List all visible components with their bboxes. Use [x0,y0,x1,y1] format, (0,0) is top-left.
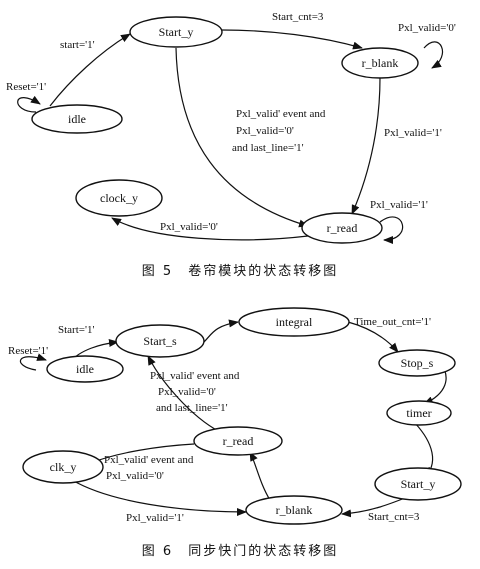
fig6-label-clk-cond-line2: Pxl_valid='0' [106,470,164,482]
fig6-state-idle-label: idle [76,362,94,376]
fig6-state-r-blank-label: r_blank [276,503,313,517]
fig6-state-timer-label: timer [406,406,431,420]
fig6-state-stop-s: Stop_s [378,349,456,377]
fig6-state-r-read: r_read [193,426,283,456]
fig5-state-start-y-label: Start_y [159,25,194,39]
fig6-state-r-blank: r_blank [245,495,343,525]
fig6-label-reset: Reset='1' [8,345,48,357]
fig5-state-r-blank-label: r_blank [362,56,399,70]
figure5-diagram: Start_y idle r_blank clock_y r_read Rese… [6,11,456,279]
fig5-state-r-read: r_read [301,212,383,244]
fig5-edge-start-y-to-r-blank [221,29,363,50]
fig5-label-reset: Reset='1' [6,81,46,93]
fig5-label-cond-line2: Pxl_valid='0' [236,125,294,137]
fig5-state-r-read-label: r_read [327,221,358,235]
fig6-label-time-out: Time_out_cnt='1' [354,316,431,328]
fig6-label-start-cnt: Start_cnt=3 [368,511,420,523]
fig6-state-start-s-label: Start_s [143,334,177,348]
fig5-label-start-cnt: Start_cnt=3 [272,11,324,23]
fig6-state-r-read-label: r_read [223,434,254,448]
fig5-label-cond-line3: and last_line='1' [232,142,304,154]
fig6-state-timer: timer [386,400,452,426]
fig6-state-start-s: Start_s [115,324,205,358]
fig5-edge-r-read-to-clock-y [111,217,309,241]
fig6-edge-integral-to-stop-s [347,321,399,353]
fig6-state-start-y-label: Start_y [401,477,436,491]
fig5-edge-r-blank-to-r-read [351,77,381,215]
fig5-label-start: start='1' [60,39,95,51]
fig6-edge-reset-loop [19,353,47,371]
fig6-state-idle: idle [46,355,124,383]
fig5-state-r-blank: r_blank [341,47,419,79]
fig6-edge-start-s-to-integral [203,319,239,343]
fig6-state-start-y: Start_y [374,467,462,501]
fig5-state-clock-y-label: clock_y [100,191,138,205]
fig5-edge-r-read-loop [379,216,404,244]
fig6-state-clk-y: clk_y [22,450,104,484]
fig6-state-integral-label: integral [276,315,313,329]
fig6-label-start: Start='1' [58,324,94,336]
fig6-state-stop-s-label: Stop_s [401,356,434,370]
fig5-label-pxl-valid-0-to-clock: Pxl_valid='0' [160,221,218,233]
fig5-state-clock-y: clock_y [75,179,163,217]
fig6-state-clk-y-label: clk_y [50,460,77,474]
fig5-label-cond-line1: Pxl_valid' event and [236,108,326,120]
fig6-label-cond-line1: Pxl_valid' event and [150,370,240,382]
figure6-diagram: idle Start_s integral Stop_s timer Start… [8,307,462,559]
fig6-label-cond-line2: Pxl_valid='0' [158,386,216,398]
fig5-state-idle-label: idle [68,112,86,126]
fig5-edge-start-y-to-r-read [175,47,309,228]
fig6-label-cond-line3: and last_line='1' [156,402,228,414]
fig6-label-pxl-valid-1: Pxl_valid='1' [126,512,184,524]
fig6-edge-r-read-to-start-s [147,355,221,433]
fig5-label-pxl-valid-0-loop: Pxl_valid='0' [398,22,456,34]
fig5-edge-reset-loop [17,95,41,113]
fig5-edge-r-blank-loop [423,41,443,69]
fig5-caption: 图 5 卷帘模块的状态转移图 [142,263,338,279]
fig5-label-pxl-valid-1: Pxl_valid='1' [384,127,442,139]
fig5-state-idle: idle [31,104,123,134]
fig5-edge-idle-to-start-y [49,33,131,107]
fig6-edge-r-blank-to-r-read [249,451,271,501]
fig6-edge-clk-y-to-r-blank [71,479,247,516]
fig6-label-clk-cond-line1: Pxl_valid' event and [104,454,194,466]
fig6-caption: 图 6 同步快门的状态转移图 [142,543,338,559]
fig5-state-start-y: Start_y [129,16,223,48]
fig5-label-pxl-valid-1-loop: Pxl_valid='1' [370,199,428,211]
fig6-state-integral: integral [238,307,350,337]
